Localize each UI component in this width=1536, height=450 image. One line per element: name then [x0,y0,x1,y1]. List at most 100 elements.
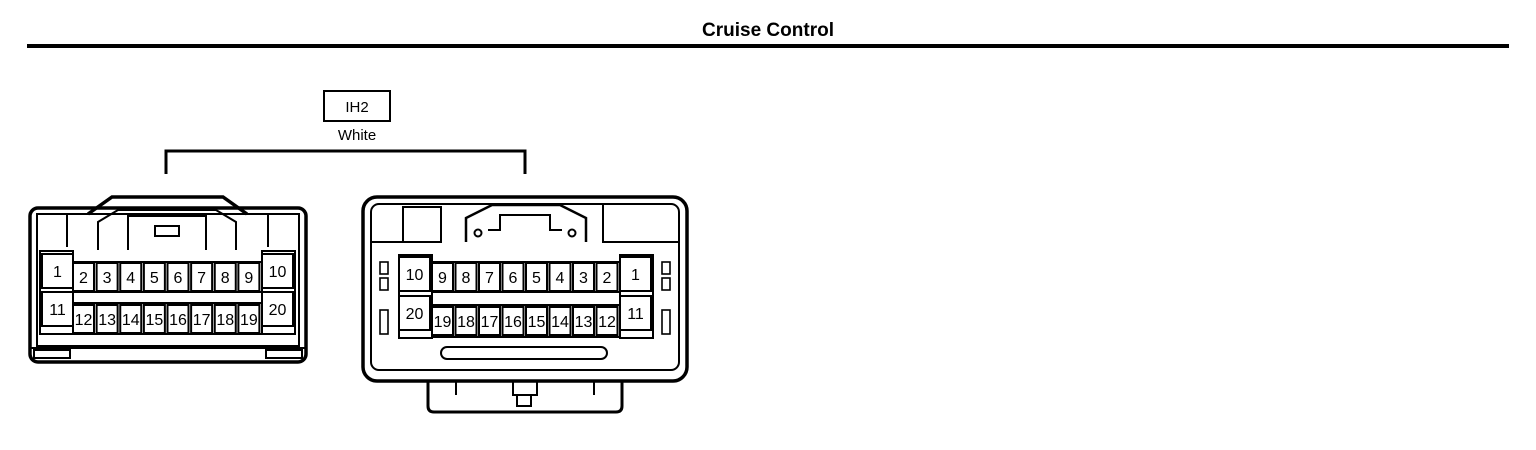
pin-number: 15 [145,312,163,329]
pin-number: 13 [575,314,593,331]
pin-box [525,306,548,336]
pin-number: 11 [49,302,66,319]
pin-number: 6 [509,270,518,287]
pin-number: 12 [598,314,616,331]
pin-box [237,262,261,292]
pin-number: 14 [551,314,569,331]
pin-cell: 13 [95,304,119,334]
pin-cell: 5 [525,262,548,292]
pin-cell: 14 [119,304,143,334]
pin-box [41,291,74,327]
pin-cell: 12 [595,306,619,336]
connector-bracket [164,149,527,174]
pin-number: 5 [532,270,541,287]
pin-box [572,262,595,292]
pin-cell: 9 [431,262,454,292]
pin-box [95,262,119,292]
pin-box [478,262,501,292]
pin-cell: 4 [119,262,143,292]
pin-number: 7 [485,270,494,287]
pin-cell: 11 [619,295,652,331]
pin-number: 20 [406,306,424,323]
pin-cell: 20 [398,295,431,331]
pin-box [595,262,619,292]
pin-number: 16 [169,312,187,329]
pin-box [237,304,261,334]
pin-number: 8 [462,270,471,287]
pin-box [431,306,454,336]
pin-cell: 18 [213,304,237,334]
pin-cell: 18 [454,306,478,336]
pin-box [261,291,294,327]
pin-number: 10 [269,264,287,281]
pin-box [41,253,74,289]
pin-cell: 13 [572,306,595,336]
pin-cell: 8 [213,262,237,292]
right-pin-grid: 10 1 20 11 9 19 8 18 7 17 6 16 5 15 4 14 3 13 2 12 [398,256,652,336]
pin-box [72,262,95,292]
pin-box [190,304,214,334]
pin-box [548,306,572,336]
pin-number: 17 [193,312,211,329]
pin-cell: 15 [142,304,166,334]
pin-number: 1 [631,267,640,284]
pin-number: 18 [216,312,234,329]
pin-number: 16 [504,314,522,331]
pin-number: 17 [481,314,499,331]
pin-cell: 2 [72,262,95,292]
pin-cell: 3 [572,262,595,292]
pin-cell: 11 [41,291,74,327]
pin-cell: 3 [95,262,119,292]
pin-cell: 20 [261,291,294,327]
pin-cell: 10 [398,256,431,292]
pin-cell: 16 [166,304,190,334]
pin-number: 18 [457,314,475,331]
pin-number: 15 [528,314,546,331]
pin-box [619,295,652,331]
pin-cell: 10 [261,253,294,289]
pin-box [398,256,431,292]
pin-box [119,262,143,292]
pin-box [72,304,95,334]
pin-cell: 2 [595,262,619,292]
pin-number: 19 [434,314,452,331]
pin-number: 9 [244,270,253,287]
pin-cell: 6 [501,262,525,292]
pin-cell: 1 [619,256,652,292]
pin-box [548,262,572,292]
pin-number: 19 [240,312,258,329]
pin-box [142,304,166,334]
pin-box [595,306,619,336]
page-title: Cruise Control [702,20,834,41]
pin-box [454,262,478,292]
pin-number: 20 [269,302,287,319]
pin-number: 3 [579,270,588,287]
connector-code-box [323,90,391,122]
pin-number: 8 [221,270,230,287]
pin-cell: 15 [525,306,548,336]
pin-number: 13 [98,312,116,329]
pin-cell: 17 [190,304,214,334]
pin-box [119,304,143,334]
pin-number: 2 [79,270,88,287]
pin-number: 3 [103,270,112,287]
header-rule [27,44,1509,48]
pin-number: 10 [406,267,424,284]
pin-box [525,262,548,292]
pin-number: 7 [197,270,206,287]
pin-cell: 9 [237,262,261,292]
pin-box [261,253,294,289]
pin-cell: 1 [41,253,74,289]
pin-cell: 7 [190,262,214,292]
pin-box [619,256,652,292]
pin-box [478,306,501,336]
pin-box [501,306,525,336]
left-connector-view [28,195,308,364]
pin-cell: 17 [478,306,501,336]
right-connector-view [361,195,689,414]
pin-number: 6 [174,270,183,287]
pin-number: 14 [122,312,140,329]
connector-color-label: White [338,127,376,144]
pin-number: 4 [556,270,565,287]
